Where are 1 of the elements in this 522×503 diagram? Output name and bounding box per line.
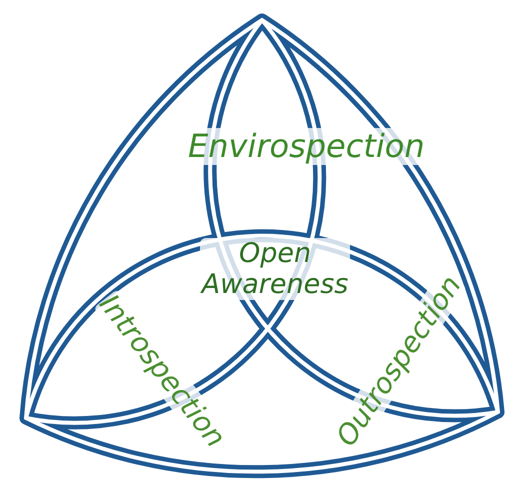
- lobe-label: Envirospection: [188, 128, 425, 165]
